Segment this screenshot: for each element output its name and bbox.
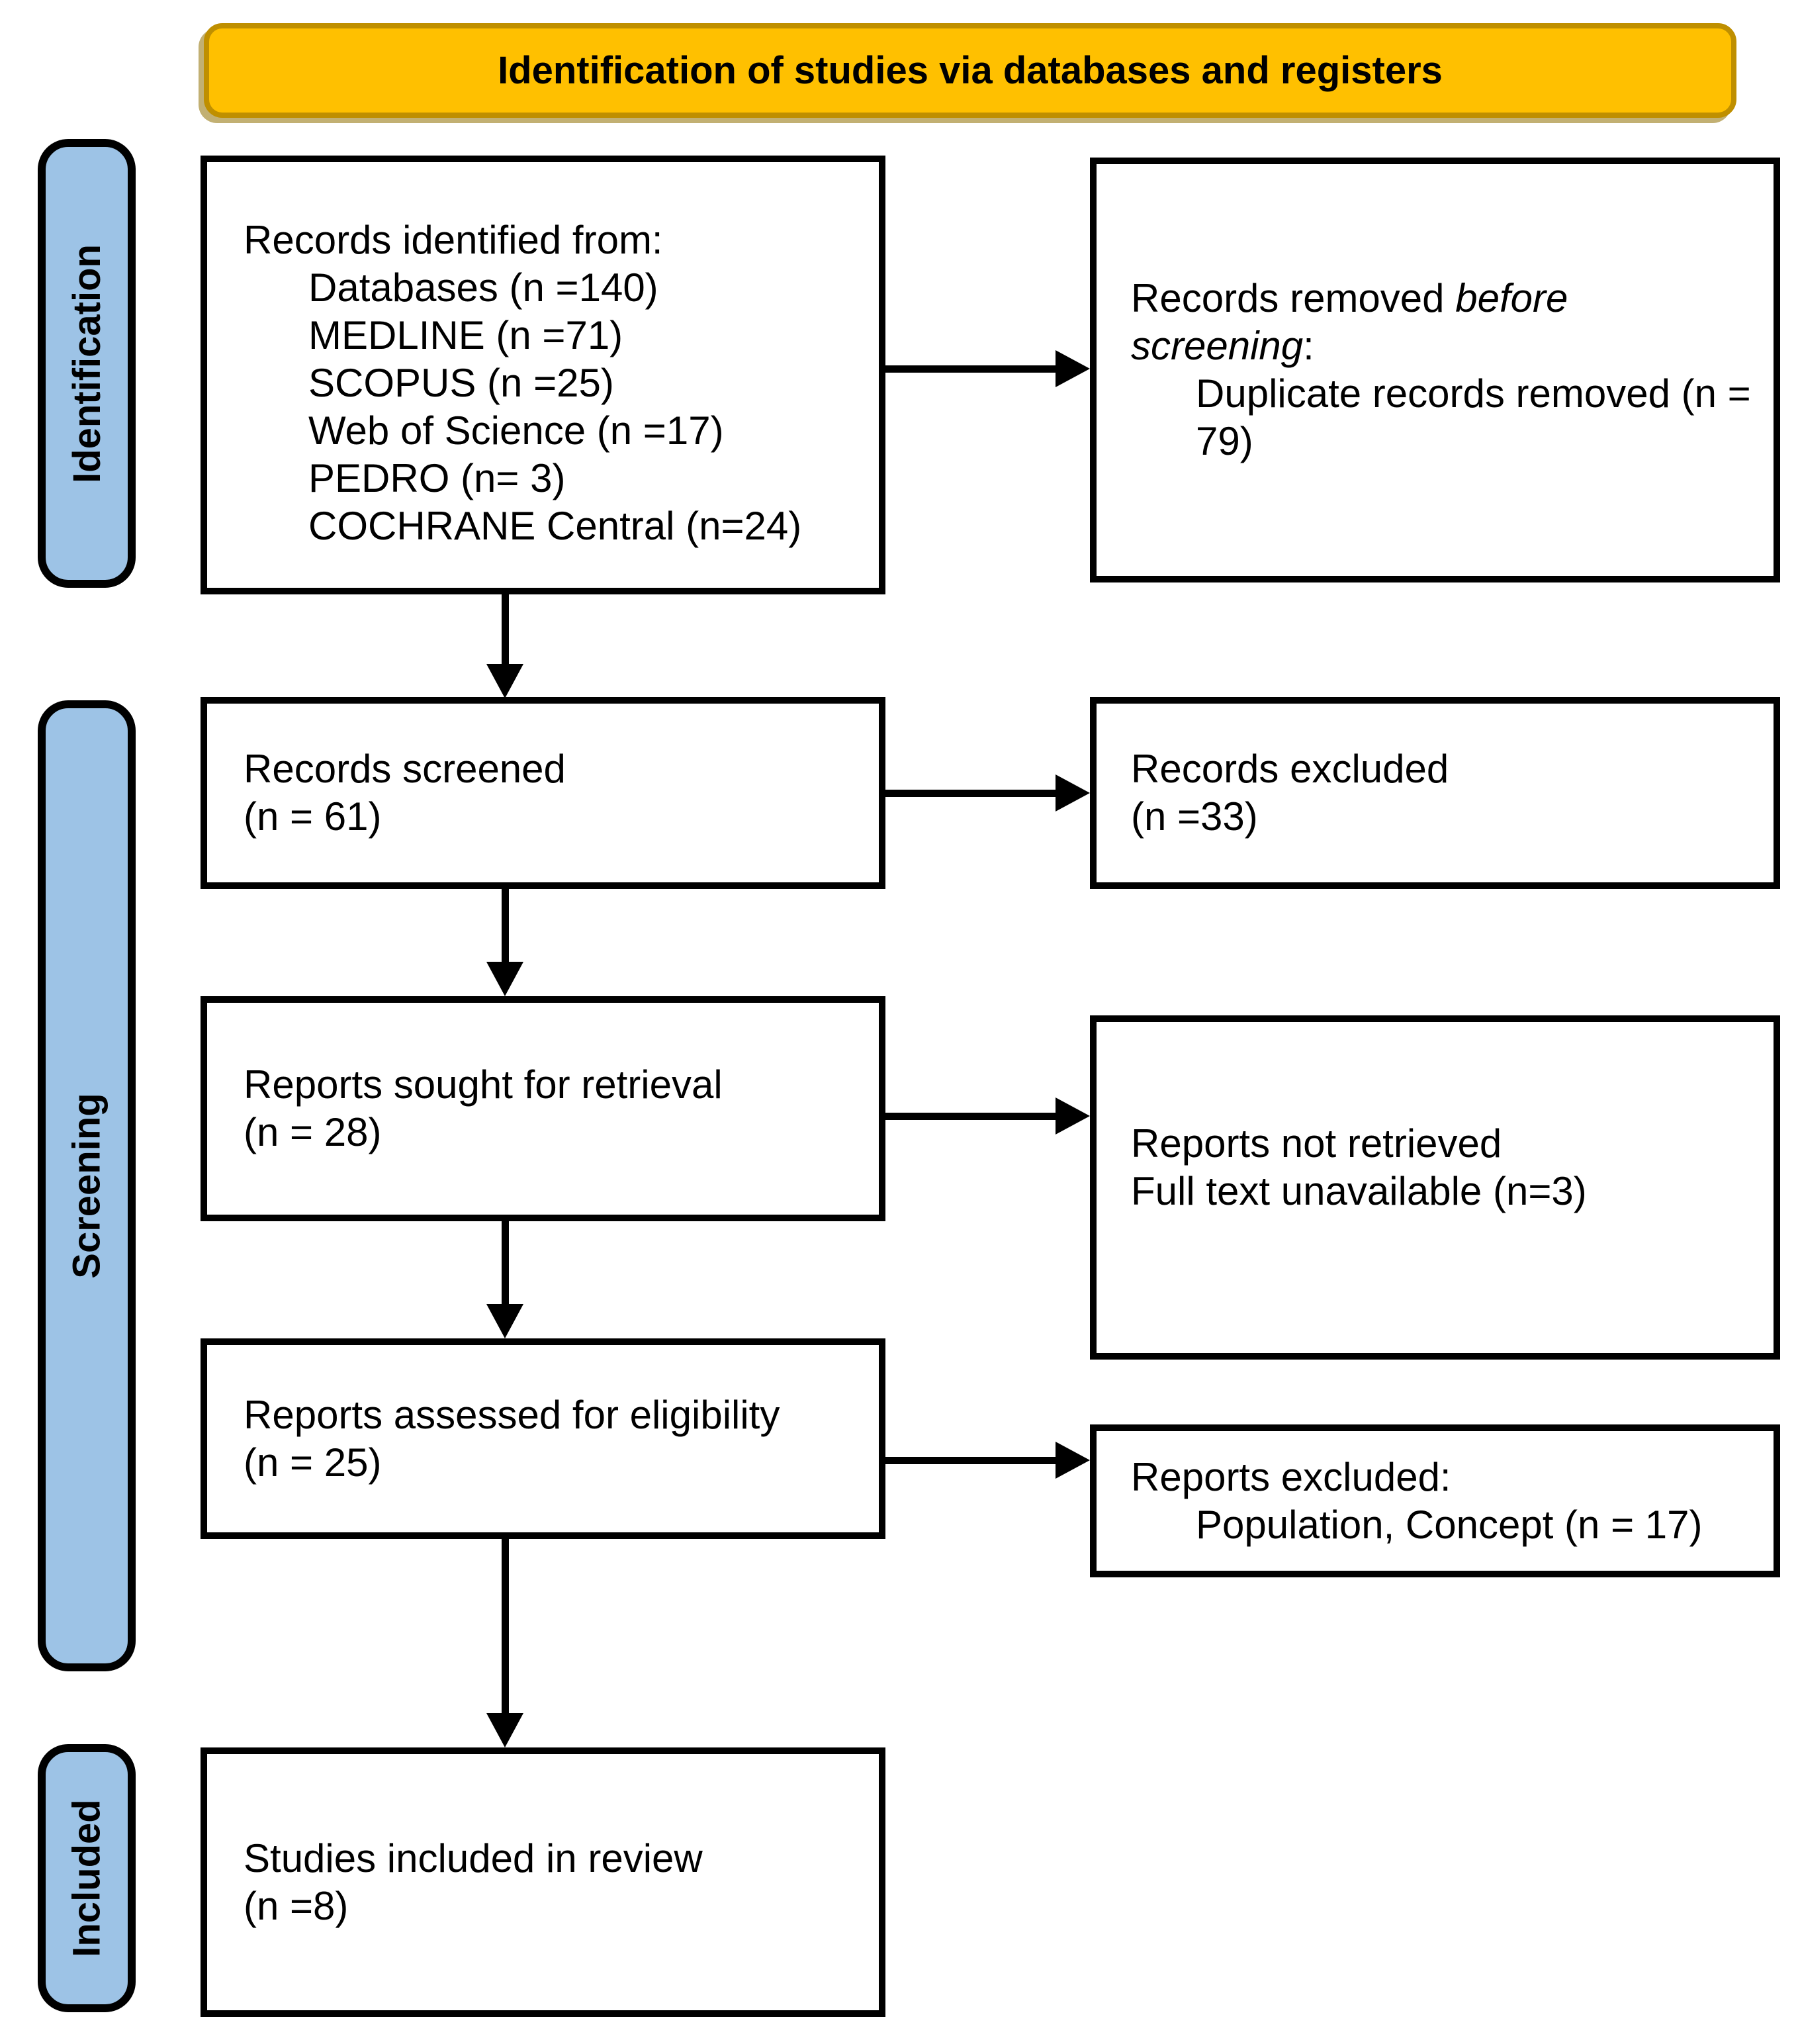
- records-screened-count: (n = 61): [244, 794, 382, 839]
- arrow-head: [1056, 1097, 1090, 1135]
- records-removed-duplicates: Duplicate records removed (n = 79): [1196, 371, 1751, 463]
- arrow-head: [486, 664, 523, 698]
- reports-sought-label: Reports sought for retrieval: [244, 1062, 723, 1107]
- records-identified-item-scopus: SCOPUS (n =25): [308, 361, 614, 405]
- arrow-head: [1056, 350, 1090, 387]
- stage-label-included: Included: [65, 1799, 109, 1957]
- studies-included-label: Studies included in review: [244, 1835, 703, 1881]
- arrow-head: [1056, 774, 1090, 812]
- records-identified-item-medline: MEDLINE (n =71): [308, 313, 623, 357]
- records-excluded-count: (n =33): [1131, 794, 1258, 839]
- records-identified-item-pedro: PEDRO (n= 3): [308, 456, 566, 500]
- records-identified-item-wos: Web of Science (n =17): [308, 408, 724, 453]
- diagram-title-banner: Identification of studies via databases …: [204, 23, 1736, 118]
- records-identified-intro: Records identified from:: [244, 218, 663, 262]
- box-records-identified: Records identified from: Databases (n =1…: [201, 156, 885, 594]
- arrow-line: [502, 1539, 509, 1714]
- records-identified-item-databases: Databases (n =140): [308, 265, 658, 310]
- box-reports-excluded: Reports excluded: Population, Concept (n…: [1090, 1424, 1780, 1577]
- diagram-title: Identification of studies via databases …: [498, 49, 1443, 92]
- box-records-removed: Records removed before screening: Duplic…: [1090, 158, 1780, 582]
- reports-assessed-count: (n = 25): [244, 1440, 382, 1485]
- reports-not-retrieved-label: Reports not retrieved: [1131, 1121, 1502, 1166]
- arrow-head: [486, 1713, 523, 1747]
- reports-assessed-label: Reports assessed for eligibility: [244, 1392, 780, 1437]
- records-screened-label: Records screened: [244, 747, 566, 791]
- stage-label-identification: Identification: [65, 244, 109, 483]
- arrow-line: [502, 889, 509, 963]
- arrow-line: [885, 365, 1057, 373]
- arrow-line: [502, 1221, 509, 1305]
- arrow-line: [885, 1113, 1057, 1120]
- studies-included-count: (n =8): [244, 1883, 349, 1928]
- box-records-screened: Records screened (n = 61): [201, 697, 885, 889]
- stage-bar-included: Included: [38, 1744, 136, 2012]
- box-reports-not-retrieved: Reports not retrieved Full text unavaila…: [1090, 1015, 1780, 1360]
- records-removed-line1: Records removed before: [1131, 276, 1568, 320]
- box-records-excluded: Records excluded (n =33): [1090, 697, 1780, 889]
- arrow-head: [486, 1304, 523, 1338]
- stage-label-screening: Screening: [65, 1093, 109, 1279]
- records-excluded-label: Records excluded: [1131, 747, 1449, 791]
- box-reports-sought: Reports sought for retrieval (n = 28): [201, 996, 885, 1221]
- records-removed-line2: screening:: [1131, 324, 1314, 368]
- arrow-line: [885, 790, 1057, 797]
- arrow-line: [885, 1457, 1057, 1464]
- reports-sought-count: (n = 28): [244, 1110, 382, 1154]
- arrow-line: [502, 594, 509, 665]
- box-studies-included: Studies included in review (n =8): [201, 1747, 885, 2017]
- stage-bar-screening: Screening: [38, 700, 136, 1671]
- reports-not-retrieved-detail: Full text unavailable (n=3): [1131, 1169, 1587, 1213]
- reports-excluded-reasons: Population, Concept (n = 17): [1196, 1502, 1703, 1547]
- stage-bar-identification: Identification: [38, 139, 136, 588]
- arrow-head: [486, 962, 523, 996]
- reports-excluded-label: Reports excluded:: [1131, 1454, 1451, 1499]
- records-identified-item-cochrane: COCHRANE Central (n=24): [308, 504, 802, 548]
- box-reports-assessed: Reports assessed for eligibility (n = 25…: [201, 1338, 885, 1539]
- arrow-head: [1056, 1442, 1090, 1479]
